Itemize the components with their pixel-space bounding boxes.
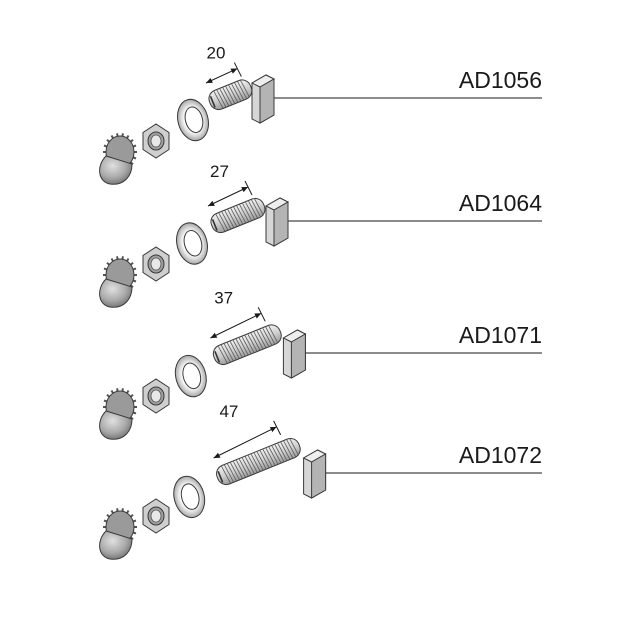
knurled-cap-nut (99, 388, 137, 440)
square-head-bolt (212, 324, 307, 379)
hex-nut (142, 246, 170, 282)
hex-nut (142, 123, 170, 159)
square-head-bolt (210, 197, 290, 247)
length-dimension-arrow (205, 68, 238, 84)
length-value-label: 37 (214, 288, 233, 307)
knurled-cap-nut (99, 508, 137, 560)
length-value-label: 27 (210, 162, 229, 181)
length-value-label: 20 (207, 44, 226, 63)
length-dimension-arrow (213, 426, 277, 459)
assembly-ad1072: AD1072 47 (99, 402, 542, 560)
flat-washer (176, 222, 208, 265)
length-dimension-arrow (210, 312, 262, 339)
knurled-cap-nut (99, 256, 137, 308)
hex-nut (142, 498, 170, 534)
hex-nut (142, 378, 170, 414)
flat-washer (174, 354, 207, 398)
length-value-label: 47 (219, 402, 238, 421)
assembly-ad1071: AD1071 37 (99, 288, 542, 440)
flat-washer (177, 98, 209, 142)
flat-washer (173, 475, 206, 519)
knurled-cap-nut (99, 133, 137, 185)
assembly-ad1064: AD1064 27 (99, 162, 542, 308)
part-code-label: AD1056 (459, 67, 542, 93)
square-head-bolt (208, 74, 276, 124)
square-head-bolt (216, 437, 327, 499)
assembly-ad1056: AD1056 20 (99, 44, 542, 185)
part-code-label: AD1071 (459, 322, 542, 348)
length-dimension-arrow (207, 186, 249, 207)
part-code-label: AD1072 (459, 442, 542, 468)
part-code-label: AD1064 (459, 190, 542, 216)
